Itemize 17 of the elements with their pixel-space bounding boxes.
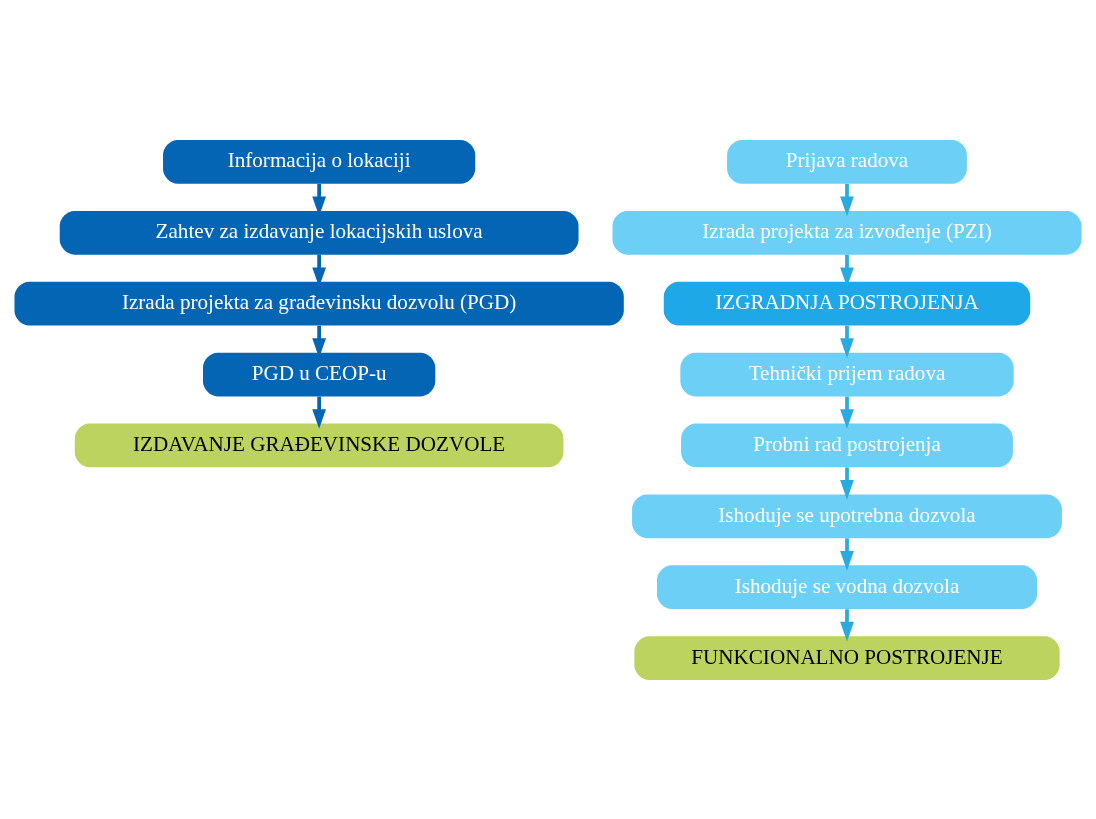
node-box: Prijava radova <box>727 139 967 184</box>
node-box: IZDAVANJE GRAĐEVINSKE DOZVOLE <box>74 423 564 467</box>
node-box: FUNKCIONALNO POSTROJENJE <box>634 635 1060 680</box>
node-box: IZGRADNJA POSTROJENJA <box>663 281 1031 326</box>
node-box: Izrada projekta za izvođenje (PZI) <box>612 210 1082 255</box>
arrow <box>840 608 854 642</box>
node-box: Ishoduje se upotrebna dozvola <box>632 493 1062 538</box>
node-box: Probni rad postrojenja <box>681 423 1013 467</box>
node-box: PGD u CEOP-u <box>203 352 436 396</box>
node-box: Informacija o lokaciji <box>163 139 476 184</box>
arrow <box>840 537 854 571</box>
arrow <box>840 467 854 500</box>
arrow <box>840 183 854 216</box>
node-box: Zahtev za izdavanje lokacijskih uslova <box>59 210 579 255</box>
node-box: Izrada projekta za građevinsku dozvolu (PGD) <box>14 281 624 326</box>
node-box: Ishoduje se vodna dozvola <box>656 564 1038 609</box>
node-box: Tehnički prijem radova <box>680 352 1014 396</box>
